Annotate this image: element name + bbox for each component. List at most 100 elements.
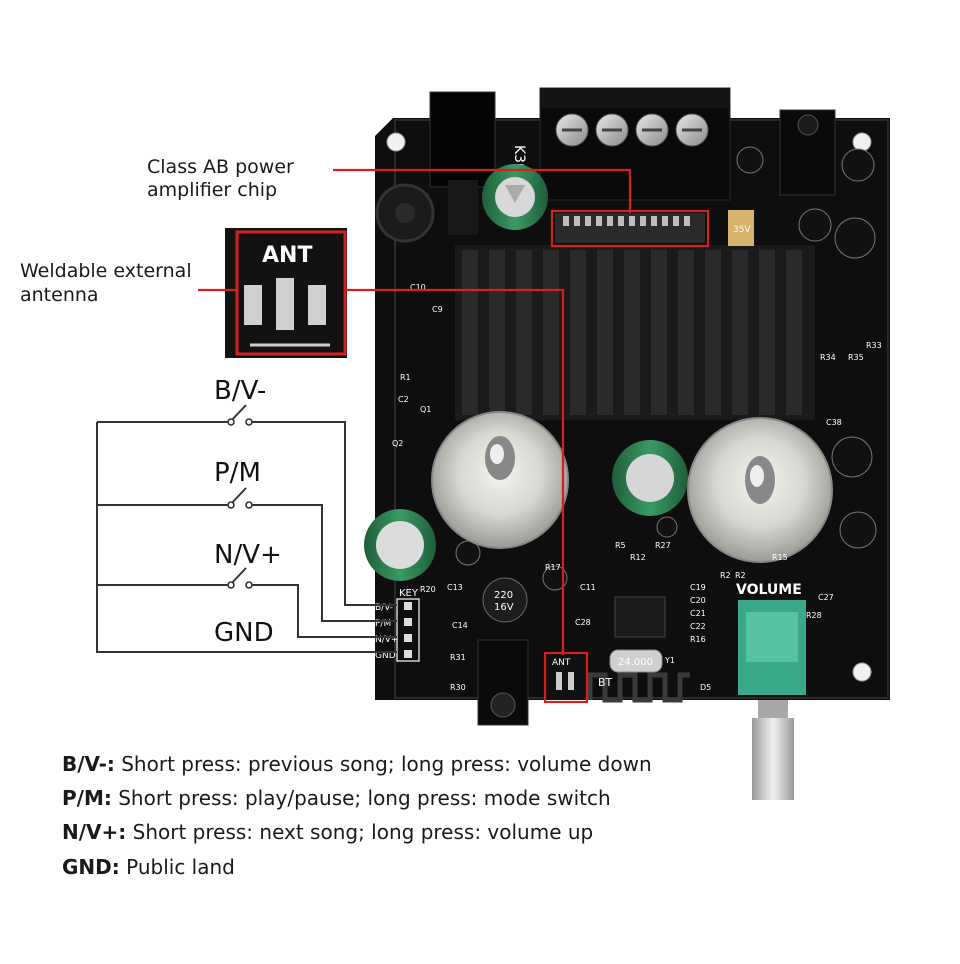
legend-key: P/M: [62, 786, 112, 810]
cap-35v-label: 35V [733, 225, 751, 235]
silkscreen-label: R28 [806, 611, 822, 620]
silkscreen-label: R16 [690, 635, 706, 644]
silkscreen-label: R35 [848, 353, 864, 362]
heatsink-fin [489, 250, 505, 415]
silkscreen-label: C9 [432, 305, 443, 314]
legend-row-bv: B/V-: Short press: previous song; long p… [62, 752, 652, 776]
silkscreen-label: C38 [826, 418, 842, 427]
mount-hole-tl [386, 132, 406, 152]
crystal-label: 24.000 [618, 657, 653, 668]
legend-text: Short press: next song; long press: volu… [132, 820, 594, 844]
header-pin [404, 650, 412, 658]
heatsink-fin [759, 250, 775, 415]
button-wiring [96, 404, 397, 653]
amplifier-chip [555, 213, 705, 243]
mount-hole-tr [852, 132, 872, 152]
header-pin-label: B/V- [375, 603, 393, 613]
capacitor-220uf: 220 16V [482, 577, 528, 623]
antenna-pad-box [543, 651, 589, 704]
heatsink-fin [597, 250, 613, 415]
bt-label: BT [598, 676, 613, 689]
button-label-pm: P/M [214, 458, 261, 488]
silkscreen-label: C21 [690, 609, 706, 618]
header-pin [404, 634, 412, 642]
switch-nv-contact-b [245, 581, 253, 589]
button-label-gnd: GND [214, 618, 274, 648]
silkscreen-label: C14 [452, 621, 468, 630]
cap-220-label: 220 [494, 590, 513, 601]
silkscreen-label: R2 [735, 571, 746, 580]
inductor [375, 183, 435, 243]
callout-lines [198, 168, 710, 704]
silkscreen-label: C2 [398, 395, 409, 404]
amp-chip-callout-line2: amplifier chip [147, 179, 278, 201]
antenna-callout-line2: antenna [20, 284, 99, 306]
header-pin [404, 602, 412, 610]
heatsink-fin [732, 250, 748, 415]
legend-row-nv: N/V+: Short press: next song; long press… [62, 820, 593, 844]
heatsink-fin [624, 250, 640, 415]
silkscreen-label: R20 [420, 585, 436, 594]
amp-chip-callout-line1: Class AB power [147, 156, 294, 178]
switch-nv-contact-a [227, 581, 235, 589]
button-label-bv-minus: B/V- [214, 376, 267, 406]
antenna-zoom-inset: ANT [225, 228, 347, 358]
heatsink [455, 245, 815, 420]
silkscreen-label: C27 [818, 593, 834, 602]
key-header: KEY B/V-P/MN/V+GND [375, 588, 420, 662]
silkscreen-label: R12 [630, 553, 646, 562]
heatsink-fin [570, 250, 586, 415]
legend-text: Public land [126, 855, 235, 879]
legend-key: B/V-: [62, 752, 115, 776]
small-caps-right [455, 146, 877, 591]
capacitor-green-left [364, 509, 436, 581]
silkscreen-label: D5 [700, 683, 711, 692]
silkscreen-label: R2 [720, 571, 731, 580]
volume-label: VOLUME [736, 582, 802, 598]
aux-jack-top [779, 109, 836, 196]
mount-hole-br [852, 662, 872, 682]
silkscreen-label: Y1 [664, 656, 675, 665]
heatsink-fin [786, 250, 802, 415]
legend-key: GND: [62, 855, 120, 879]
switch-bv-contact-a [227, 418, 235, 426]
legend-text: Short press: play/pause; long press: mod… [118, 786, 611, 810]
antenna-callout-line1: Weldable external [20, 260, 192, 282]
key-label: KEY [399, 588, 419, 599]
silkscreen-label: C20 [690, 596, 706, 605]
heatsink-fin [543, 250, 559, 415]
silkscreen-label: C22 [690, 622, 706, 631]
heatsink-fin [462, 250, 478, 415]
antenna-pad: ANT [545, 655, 585, 700]
heatsink-fin [516, 250, 532, 415]
crystal-oscillator: 24.000 [609, 649, 663, 673]
legend-key: N/V+: [62, 820, 127, 844]
vacuum-tube-left [431, 411, 569, 549]
volume-knob[interactable]: VOLUME [736, 582, 806, 800]
silkscreen-label: R33 [866, 341, 882, 350]
silkscreen-label: C13 [447, 583, 463, 592]
dc-jack [429, 91, 496, 235]
header-pin-label: P/M [375, 619, 391, 629]
cap-16v-label: 16V [494, 602, 514, 613]
silkscreen-label: R34 [820, 353, 836, 362]
silkscreen-label: Q2 [392, 439, 403, 448]
capacitor-green-middle [612, 440, 688, 516]
silkscreen-label: Q1 [420, 405, 431, 414]
aux-jack-bottom [477, 639, 529, 726]
legend-row-gnd: GND: Public land [62, 855, 235, 879]
legend-text: Short press: previous song; long press: … [121, 752, 652, 776]
switch-bv-contact-b [245, 418, 253, 426]
speaker-terminal-block: K302 [511, 87, 731, 201]
amp-chip-leader [333, 168, 632, 213]
silkscreen-label: C19 [690, 583, 706, 592]
ant-zoom-label: ANT [262, 243, 312, 268]
amp-chip-box [550, 209, 710, 248]
silkscreen-label: C11 [580, 583, 596, 592]
bluetooth-antenna-trace: BT [587, 672, 690, 703]
silkscreen-label: R15 [772, 553, 788, 562]
header-pin [404, 618, 412, 626]
heatsink-fin [651, 250, 667, 415]
